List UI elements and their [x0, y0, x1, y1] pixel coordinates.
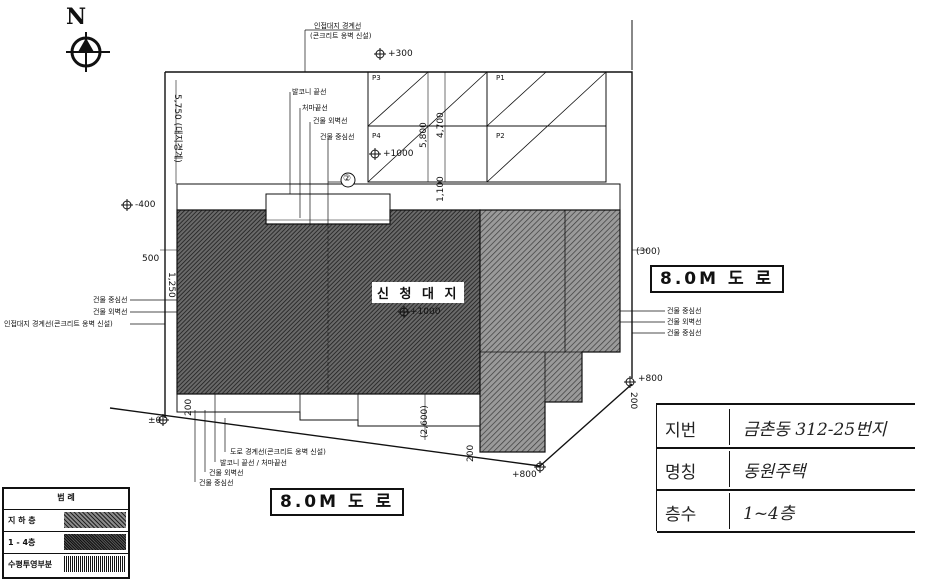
lot-label: P1 — [496, 74, 505, 82]
level-west: -400 — [135, 200, 156, 210]
level-east-corner: +800 — [638, 374, 663, 384]
legend: 범 례 지 하 층 1 - 4층 수평투영부분 — [2, 487, 130, 579]
level-top: +300 — [388, 49, 413, 59]
dimension-1250: 1,250 — [166, 272, 176, 298]
section-marker: ② — [343, 174, 352, 184]
section-marker-circle — [340, 172, 356, 188]
level-southwest: ±0 — [148, 416, 162, 426]
info-row: 지번 금촌동 312-25번지 — [657, 407, 915, 449]
level-marker-icon — [121, 199, 133, 211]
north-arrow-icon — [66, 32, 110, 72]
site-label: 신 청 대 지 — [372, 282, 465, 303]
legend-item: 수평투영부분 — [4, 553, 128, 574]
parking-diagonal — [486, 71, 607, 183]
annotation-west-outer: 건물 외벽선 — [93, 308, 128, 316]
level-marker-icon — [398, 306, 410, 318]
legend-title: 범 례 — [57, 493, 75, 502]
level-marker-icon — [624, 376, 636, 388]
info-label: 층수 — [665, 505, 697, 525]
annotation-south-center: 건물 중심선 — [199, 479, 234, 487]
dimension-500: 500 — [142, 254, 160, 264]
parking-diagonal — [486, 71, 547, 127]
lot-label: P3 — [372, 74, 381, 82]
balcony-outline-north — [176, 183, 621, 211]
legend-item: 1 - 4층 — [4, 531, 128, 552]
building-footprint — [176, 209, 481, 395]
info-value: 금촌동 312-25번지 — [743, 420, 887, 440]
dimension-5750: 5,750 (대지경계) — [172, 94, 182, 163]
legend-label: 수평투영부분 — [8, 560, 53, 569]
road-label-east: 8.0M 도 로 — [650, 265, 785, 293]
info-label: 지번 — [665, 421, 697, 441]
annotation-center-line: 건물 중심선 — [320, 133, 355, 141]
annotation-eave-line: 처마끝선 — [302, 104, 328, 112]
dimension-200: 200 — [184, 398, 194, 416]
balcony-outline-south — [176, 394, 480, 427]
info-value: 1~4층 — [743, 504, 795, 524]
dimension-5800: 5,800 — [419, 122, 429, 148]
legend-swatch — [64, 512, 126, 528]
legend-label: 1 - 4층 — [8, 538, 36, 547]
lot-label: P2 — [496, 132, 505, 140]
dimension-200: 200 — [628, 392, 638, 410]
level-marker-icon — [157, 414, 169, 426]
info-value: 동원주택 — [743, 462, 806, 482]
annotation-west-boundary: 인접대지 경계선(콘크리트 옹벽 신설) — [4, 320, 113, 328]
lot-label: P4 — [372, 132, 381, 140]
building-wing-east — [479, 209, 621, 453]
annotation-balcony-line: 발코니 끝선 — [292, 88, 327, 96]
road-label-south: 8.0M 도 로 — [270, 488, 405, 516]
info-row: 명칭 동원주택 — [657, 449, 915, 491]
parking-diagonal — [367, 71, 488, 183]
annotation-east-center: 건물 중심선 — [667, 307, 702, 315]
parking-diagonal — [367, 71, 429, 127]
dimension-200: 200 — [466, 444, 476, 462]
annotation-south-boundary: 도로 경계선(콘크리트 옹벽 신설) — [230, 448, 326, 456]
dimension-300: (300) — [636, 247, 661, 257]
level-south-corner: +800 — [512, 470, 537, 480]
legend-swatch — [64, 556, 126, 572]
level-center: +1000 — [410, 307, 441, 317]
annotation-outer-wall: 건물 외벽선 — [313, 117, 348, 125]
legend-swatch — [64, 534, 126, 550]
annotation-top-boundary-note: (콘크리트 옹벽 신설) — [310, 32, 372, 40]
north-label: N — [66, 4, 87, 30]
road-boundary-south — [109, 407, 541, 467]
legend-label: 지 하 층 — [8, 516, 36, 525]
annotation-east-outer: 건물 외벽선 — [667, 318, 702, 326]
road-boundary-southeast — [539, 383, 633, 467]
info-row: 층수 1~4층 — [657, 491, 915, 533]
level-marker-icon — [369, 148, 381, 160]
level-marker-icon — [534, 461, 546, 473]
dimension-2600: (2,600) — [420, 405, 430, 438]
annotation-south-balcony: 발코니 끝선 / 처마끝선 — [220, 459, 287, 467]
site-boundary-north — [165, 71, 633, 378]
annotation-east-center2: 건물 중심선 — [667, 329, 702, 337]
annotation-west-center: 건물 중심선 — [93, 296, 128, 304]
info-table: 지번 금촌동 312-25번지 명칭 동원주택 층수 1~4층 — [656, 403, 915, 533]
legend-item: 지 하 층 — [4, 509, 128, 530]
level-lot: +1000 — [383, 149, 414, 159]
info-label: 명칭 — [665, 463, 697, 483]
level-marker-icon — [374, 48, 386, 60]
dimension-4700: 4,700 — [436, 112, 446, 138]
annotation-top-boundary: 인접대지 경계선 — [314, 22, 362, 30]
dimension-1100: 1,100 — [436, 176, 446, 202]
annotation-south-outer: 건물 외벽선 — [209, 469, 244, 477]
